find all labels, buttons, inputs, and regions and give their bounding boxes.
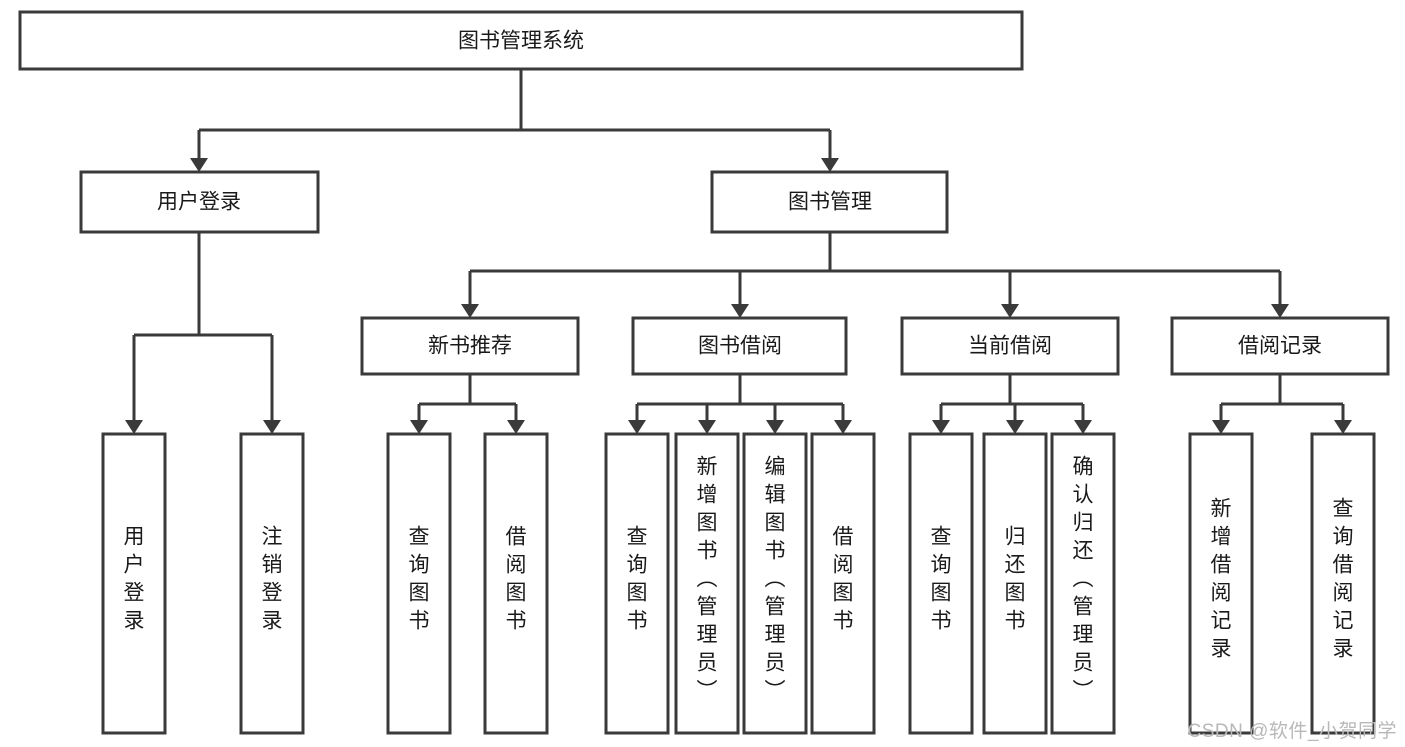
node-leaf-confirm-return-label: 确认归还︵管理员︶ [1073,456,1094,703]
node-book-borrow[interactable]: 图书借阅 [631,316,848,376]
node-leaf-query-book-2-label: 查询图书 [627,526,648,633]
node-leaf-add-book-box [674,432,740,735]
node-leaf-query-book-1[interactable]: 查询图书 [386,432,452,735]
node-leaf-query-record[interactable]: 查询借阅记录 [1310,432,1376,735]
node-leaf-logout-label: 注销登录 [262,526,283,633]
node-leaf-query-book-1-label: 查询图书 [409,526,430,633]
node-leaf-add-record-label: 新增借阅记录 [1211,498,1232,661]
node-leaf-borrow-book-2-box [810,432,876,735]
node-user-login-box [79,170,320,234]
arrow-head-current-borrow [1001,304,1019,318]
arrow-head-leaf-add-book [698,420,716,434]
node-user-login[interactable]: 用户登录 [79,170,320,234]
node-book-borrow-label: 图书借阅 [698,335,782,358]
node-leaf-query-book-3[interactable]: 查询图书 [908,432,974,735]
node-leaf-query-record-box [1310,432,1376,735]
arrow-head-leaf-add-record [1212,420,1230,434]
node-leaf-return-book[interactable]: 归还图书 [982,432,1048,735]
arrow-head-leaf-query-book-3 [932,420,950,434]
node-leaf-user-login[interactable]: 用户登录 [101,432,167,735]
node-leaf-return-book-box [982,432,1048,735]
node-current-borrow-label: 当前借阅 [968,335,1052,358]
connector-current-borrow-to-leaves [932,374,1092,434]
connector-book-manage-to-level3 [461,232,1289,318]
node-leaf-query-book-1-box [386,432,452,735]
node-user-login-label: 用户登录 [157,191,241,214]
node-leaf-query-book-2[interactable]: 查询图书 [604,432,670,735]
csdn-watermark: CSDN @软件_小贺同学 [1187,721,1397,742]
arrow-head-leaf-user-login [125,420,143,434]
node-root-label: 图书管理系统 [458,30,584,53]
node-leaf-borrow-book-2-label: 借阅图书 [833,526,854,633]
node-leaf-return-book-label: 归还图书 [1005,526,1026,633]
arrow-head-new-book-rec [461,304,479,318]
node-leaf-add-record-box [1188,432,1254,735]
arrow-head-leaf-borrow-book-1 [507,420,525,434]
connector-new-book-rec-to-leaves [410,374,525,434]
node-leaf-user-login-label: 用户登录 [124,526,145,633]
node-leaf-query-book-2-box [604,432,670,735]
connector-root-to-level2 [190,69,839,172]
node-leaf-borrow-book-2[interactable]: 借阅图书 [810,432,876,735]
arrow-head-leaf-query-book-2 [628,420,646,434]
connector-borrow-record-to-leaves [1212,374,1352,434]
arrow-head-book-borrow [731,304,749,318]
node-borrow-record[interactable]: 借阅记录 [1170,316,1390,376]
node-leaf-query-book-3-box [908,432,974,735]
arrow-head-leaf-query-book-1 [410,420,428,434]
node-leaf-edit-book-label: 编辑图书︵管理员︶ [765,456,786,703]
node-leaf-user-login-box [101,432,167,735]
node-root[interactable]: 图书管理系统 [18,10,1024,71]
node-current-borrow[interactable]: 当前借阅 [900,316,1120,376]
arrow-head-leaf-query-record [1334,420,1352,434]
node-leaf-query-record-label: 查询借阅记录 [1333,498,1354,661]
node-book-manage[interactable]: 图书管理 [710,170,949,234]
node-book-manage-box [710,170,949,234]
arrow-head-user-login [190,158,208,172]
node-leaf-edit-book[interactable]: 编辑图书︵管理员︶ [742,432,808,735]
arrow-head-leaf-logout [263,420,281,434]
arrow-head-book-manage [821,158,839,172]
node-leaf-edit-book-box [742,432,808,735]
node-borrow-record-box [1170,316,1390,376]
node-leaf-add-book[interactable]: 新增图书︵管理员︶ [674,432,740,735]
node-new-book-rec-box [360,316,580,376]
node-current-borrow-box [900,316,1120,376]
node-new-book-rec-label: 新书推荐 [428,335,512,358]
arrow-head-leaf-edit-book [766,420,784,434]
node-book-manage-label: 图书管理 [788,191,872,214]
node-leaf-logout-box [239,432,305,735]
node-leaf-logout[interactable]: 注销登录 [239,432,305,735]
node-leaf-borrow-book-1-box [483,432,549,735]
node-book-borrow-box [631,316,848,376]
connector-user-login-to-leaves [125,232,281,434]
node-leaf-borrow-book-1[interactable]: 借阅图书 [483,432,549,735]
arrow-head-leaf-borrow-book-2 [834,420,852,434]
node-leaf-query-book-3-label: 查询图书 [931,526,952,633]
leaf-node-layer: 用户登录 注销登录 查询图书 借阅图书 查询图书 新增图书︵管理员︶ 编辑图书︵管理员︶ 借阅… [101,432,1376,735]
node-leaf-add-record[interactable]: 新增借阅记录 [1188,432,1254,735]
node-leaf-add-book-label: 新增图书︵管理员︶ [697,456,718,703]
node-leaf-confirm-return[interactable]: 确认归还︵管理员︶ [1050,432,1116,735]
node-borrow-record-label: 借阅记录 [1238,335,1322,358]
node-leaf-borrow-book-1-label: 借阅图书 [506,526,527,633]
node-new-book-rec[interactable]: 新书推荐 [360,316,580,376]
node-leaf-confirm-return-box [1050,432,1116,735]
arrow-head-leaf-return-book [1006,420,1024,434]
connector-book-borrow-to-leaves [628,374,852,434]
arrow-head-borrow-record [1271,304,1289,318]
node-root-box [18,10,1024,71]
arrow-head-leaf-confirm-return [1074,420,1092,434]
